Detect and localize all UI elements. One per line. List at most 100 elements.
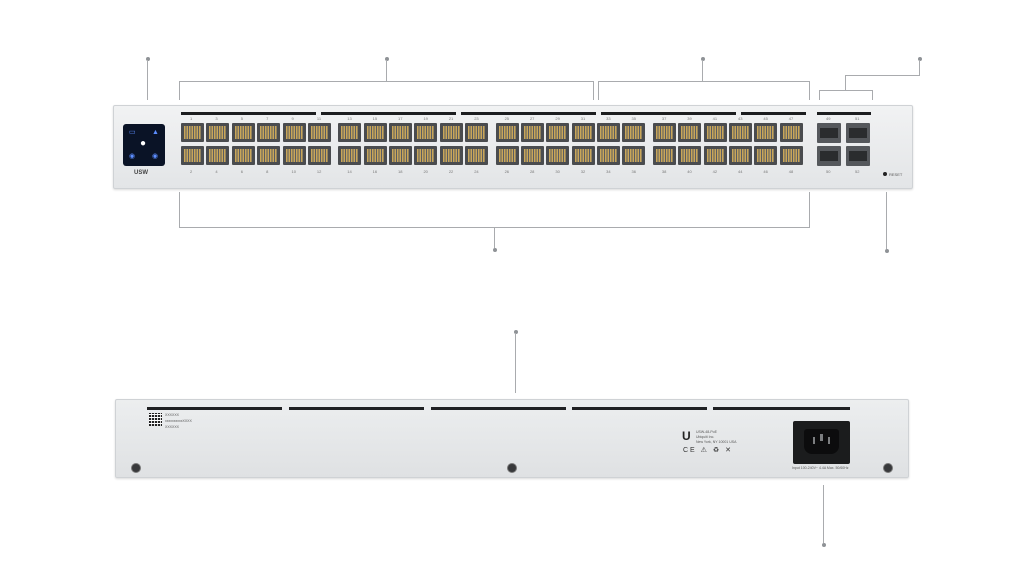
port-label: 17 bbox=[398, 116, 403, 121]
rj45-port[interactable] bbox=[389, 123, 413, 142]
rj45-port[interactable] bbox=[571, 123, 595, 142]
rj45-port[interactable] bbox=[389, 146, 413, 165]
port-label: 46 bbox=[763, 169, 768, 174]
port-label: 12 bbox=[316, 169, 322, 174]
port-label: 31 bbox=[580, 116, 586, 121]
port-label: 9 bbox=[291, 116, 294, 121]
port-group-bar bbox=[321, 112, 456, 115]
port-label: 5 bbox=[240, 116, 243, 121]
rj45-port[interactable] bbox=[465, 123, 489, 142]
port-label: 28 bbox=[529, 169, 535, 174]
rj45-port[interactable] bbox=[257, 146, 281, 165]
port-label: 24 bbox=[474, 169, 479, 174]
screw-icon bbox=[883, 463, 893, 473]
vent-bar bbox=[431, 407, 566, 410]
port-label: 3 bbox=[215, 116, 218, 121]
rj45-port[interactable] bbox=[465, 146, 489, 165]
rj45-port[interactable] bbox=[338, 146, 362, 165]
rj45-port[interactable] bbox=[779, 123, 803, 142]
vendor-line-2: Ubiquiti Inc. bbox=[696, 435, 715, 439]
rj45-port[interactable] bbox=[282, 146, 306, 165]
port-label: 10 bbox=[291, 169, 296, 174]
rj45-port[interactable] bbox=[495, 123, 519, 142]
rj45-port[interactable] bbox=[546, 123, 570, 142]
user-icon: ▲ bbox=[152, 129, 159, 136]
vent-bar bbox=[289, 407, 424, 410]
rj45-port[interactable] bbox=[257, 123, 281, 142]
ubiquiti-logo-icon: U bbox=[682, 429, 691, 443]
rj45-port[interactable] bbox=[414, 146, 438, 165]
rj45-port[interactable] bbox=[703, 123, 727, 142]
vent-bar bbox=[147, 407, 282, 410]
power-inlet[interactable] bbox=[793, 421, 850, 464]
rj45-port[interactable] bbox=[597, 123, 621, 142]
port-label: 14 bbox=[347, 169, 352, 174]
port-label: 36 bbox=[631, 169, 636, 174]
reset-button[interactable] bbox=[883, 172, 887, 176]
rj45-port[interactable] bbox=[282, 123, 306, 142]
screw-icon bbox=[507, 463, 517, 473]
touchscreen-display[interactable]: ▭ ▲ ● ◉ ◉ bbox=[123, 124, 165, 166]
rj45-port[interactable] bbox=[678, 123, 702, 142]
port-label: 32 bbox=[580, 169, 586, 174]
rj45-port[interactable] bbox=[231, 123, 255, 142]
port-label: 27 bbox=[529, 116, 535, 121]
sfp-port[interactable] bbox=[817, 146, 841, 166]
sfp-port[interactable] bbox=[846, 123, 870, 143]
rj45-port[interactable] bbox=[779, 146, 803, 165]
rj45-port[interactable] bbox=[571, 146, 595, 165]
serial-label-line-3: XXXXXX bbox=[165, 425, 180, 429]
rj45-port[interactable] bbox=[206, 123, 230, 142]
rj45-port[interactable] bbox=[520, 123, 544, 142]
port-label: 33 bbox=[606, 116, 611, 121]
rj45-port[interactable] bbox=[520, 146, 544, 165]
port-label: 47 bbox=[788, 116, 794, 121]
rj45-port[interactable] bbox=[307, 123, 331, 142]
certification-marks: CE ⚠ ♻ ✕ bbox=[683, 447, 733, 454]
rj45-port[interactable] bbox=[495, 146, 519, 165]
rj45-port[interactable] bbox=[622, 123, 646, 142]
port-label: 15 bbox=[372, 116, 378, 121]
port-label: 45 bbox=[763, 116, 768, 121]
rj45-port[interactable] bbox=[414, 123, 438, 142]
rj45-port[interactable] bbox=[754, 146, 778, 165]
serial-label-line-2: xxxxxxxxxxXXXX bbox=[165, 419, 192, 423]
rj45-port[interactable] bbox=[546, 146, 570, 165]
rj45-port[interactable] bbox=[703, 146, 727, 165]
port-group-bar bbox=[461, 112, 596, 115]
rj45-port[interactable] bbox=[652, 146, 676, 165]
port-label: 23 bbox=[474, 116, 479, 121]
port-label: 38 bbox=[661, 169, 667, 174]
rj45-port[interactable] bbox=[622, 146, 646, 165]
sfp-group-bar bbox=[817, 112, 871, 115]
port-group-bar bbox=[741, 112, 806, 115]
rj45-port[interactable] bbox=[678, 146, 702, 165]
rj45-port[interactable] bbox=[439, 123, 463, 142]
port-label: 1 bbox=[190, 116, 193, 121]
vendor-line-3: New York, NY 10001 USA bbox=[696, 440, 737, 444]
rj45-port[interactable] bbox=[231, 146, 255, 165]
rj45-port[interactable] bbox=[439, 146, 463, 165]
rj45-port[interactable] bbox=[206, 146, 230, 165]
rj45-port[interactable] bbox=[597, 146, 621, 165]
rj45-port[interactable] bbox=[729, 146, 753, 165]
rj45-port[interactable] bbox=[307, 146, 331, 165]
reset-label: RESET bbox=[889, 172, 903, 177]
port-label: 26 bbox=[504, 169, 510, 174]
rj45-port[interactable] bbox=[754, 123, 778, 142]
rj45-port[interactable] bbox=[729, 123, 753, 142]
rj45-port[interactable] bbox=[652, 123, 676, 142]
rj45-port[interactable] bbox=[363, 123, 387, 142]
port-label: 30 bbox=[555, 169, 560, 174]
port-label: 7 bbox=[266, 116, 269, 121]
screw-icon bbox=[131, 463, 141, 473]
sfp-port[interactable] bbox=[846, 146, 870, 166]
sfp-port[interactable] bbox=[817, 123, 841, 143]
rj45-port[interactable] bbox=[181, 123, 204, 142]
port-label: 42 bbox=[712, 169, 718, 174]
rj45-port[interactable] bbox=[338, 123, 362, 142]
rj45-port[interactable] bbox=[363, 146, 387, 165]
port-label: 29 bbox=[555, 116, 560, 121]
rj45-port[interactable] bbox=[181, 146, 204, 165]
sfp-label: 51 bbox=[855, 116, 860, 121]
